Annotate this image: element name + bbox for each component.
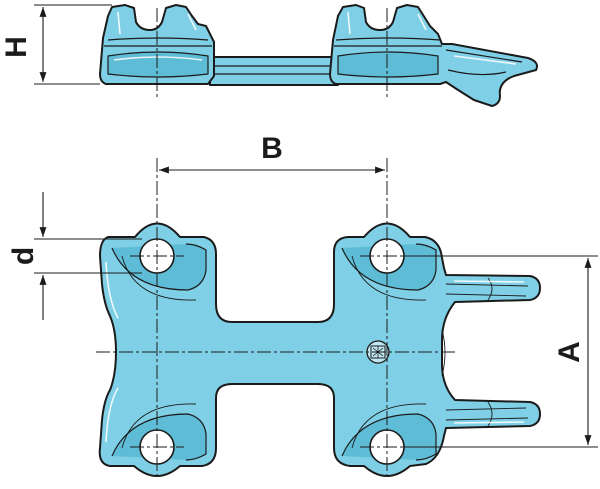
side-view: H [0, 4, 538, 107]
dimension-h-label: H [0, 36, 33, 58]
top-view: B d A [7, 132, 598, 480]
dimension-d-label: d [7, 247, 40, 265]
dimension-b-label: B [261, 132, 283, 165]
dimension-a-label: A [553, 341, 586, 363]
top-view-body [98, 222, 541, 477]
side-view-bar [209, 56, 339, 86]
